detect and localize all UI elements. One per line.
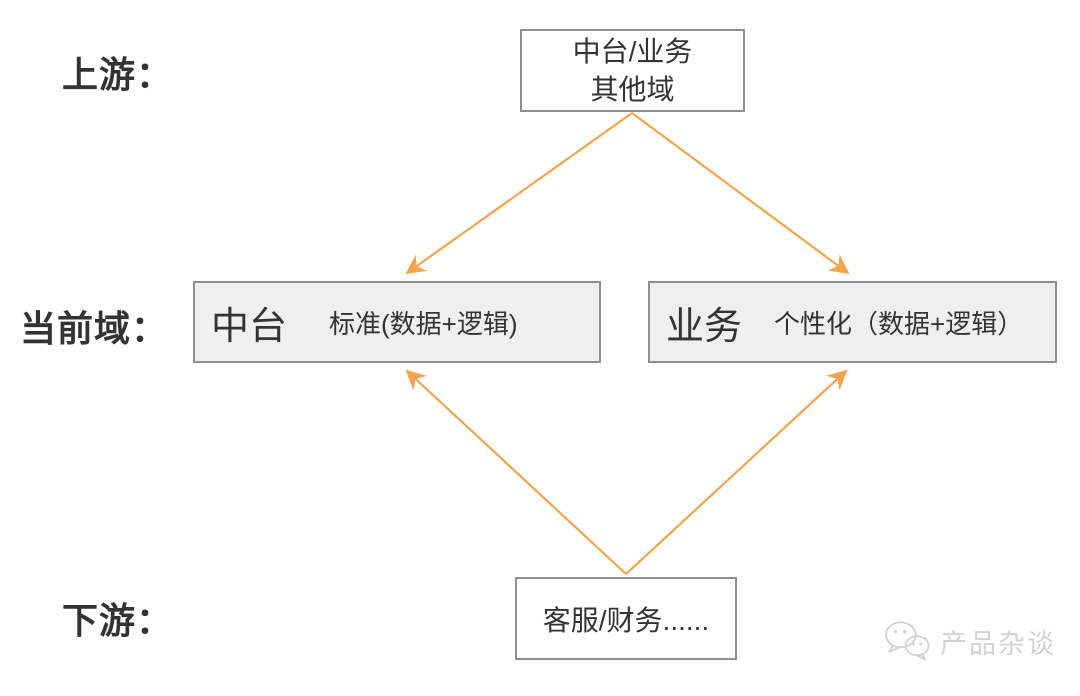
watermark-text: 产品杂谈 (940, 628, 1056, 659)
edge-upstream-to-middle-platform (405, 112, 633, 275)
edge-upstream-to-business (631, 112, 850, 275)
node-business-subtitle: 个性化（数据+逻辑） (774, 308, 1024, 339)
node-upstream-line1: 中台/业务 (572, 35, 693, 67)
node-upstream-line2: 其他域 (590, 73, 675, 105)
label-downstream: 下游： (62, 600, 174, 641)
wechat-icon (884, 621, 930, 661)
node-business-box: 业务 个性化（数据+逻辑） (648, 281, 1057, 363)
node-middle-platform-title: 中台 (211, 305, 288, 348)
label-upstream: 上游： (62, 54, 174, 95)
node-downstream-box: 客服/财务...... (515, 577, 737, 660)
node-downstream-label: 客服/财务...... (542, 604, 710, 636)
node-upstream-box: 中台/业务 其他域 (520, 29, 745, 112)
node-business-title: 业务 (666, 305, 743, 348)
edge-downstream-to-business (625, 369, 848, 575)
edge-downstream-to-middle-platform (405, 369, 627, 575)
node-middle-platform-subtitle: 标准(数据+逻辑) (329, 308, 518, 339)
node-middle-platform-box: 中台 标准(数据+逻辑) (193, 281, 601, 363)
label-current-domain: 当前域： (20, 308, 169, 349)
watermark: 产品杂谈 (882, 618, 1056, 664)
